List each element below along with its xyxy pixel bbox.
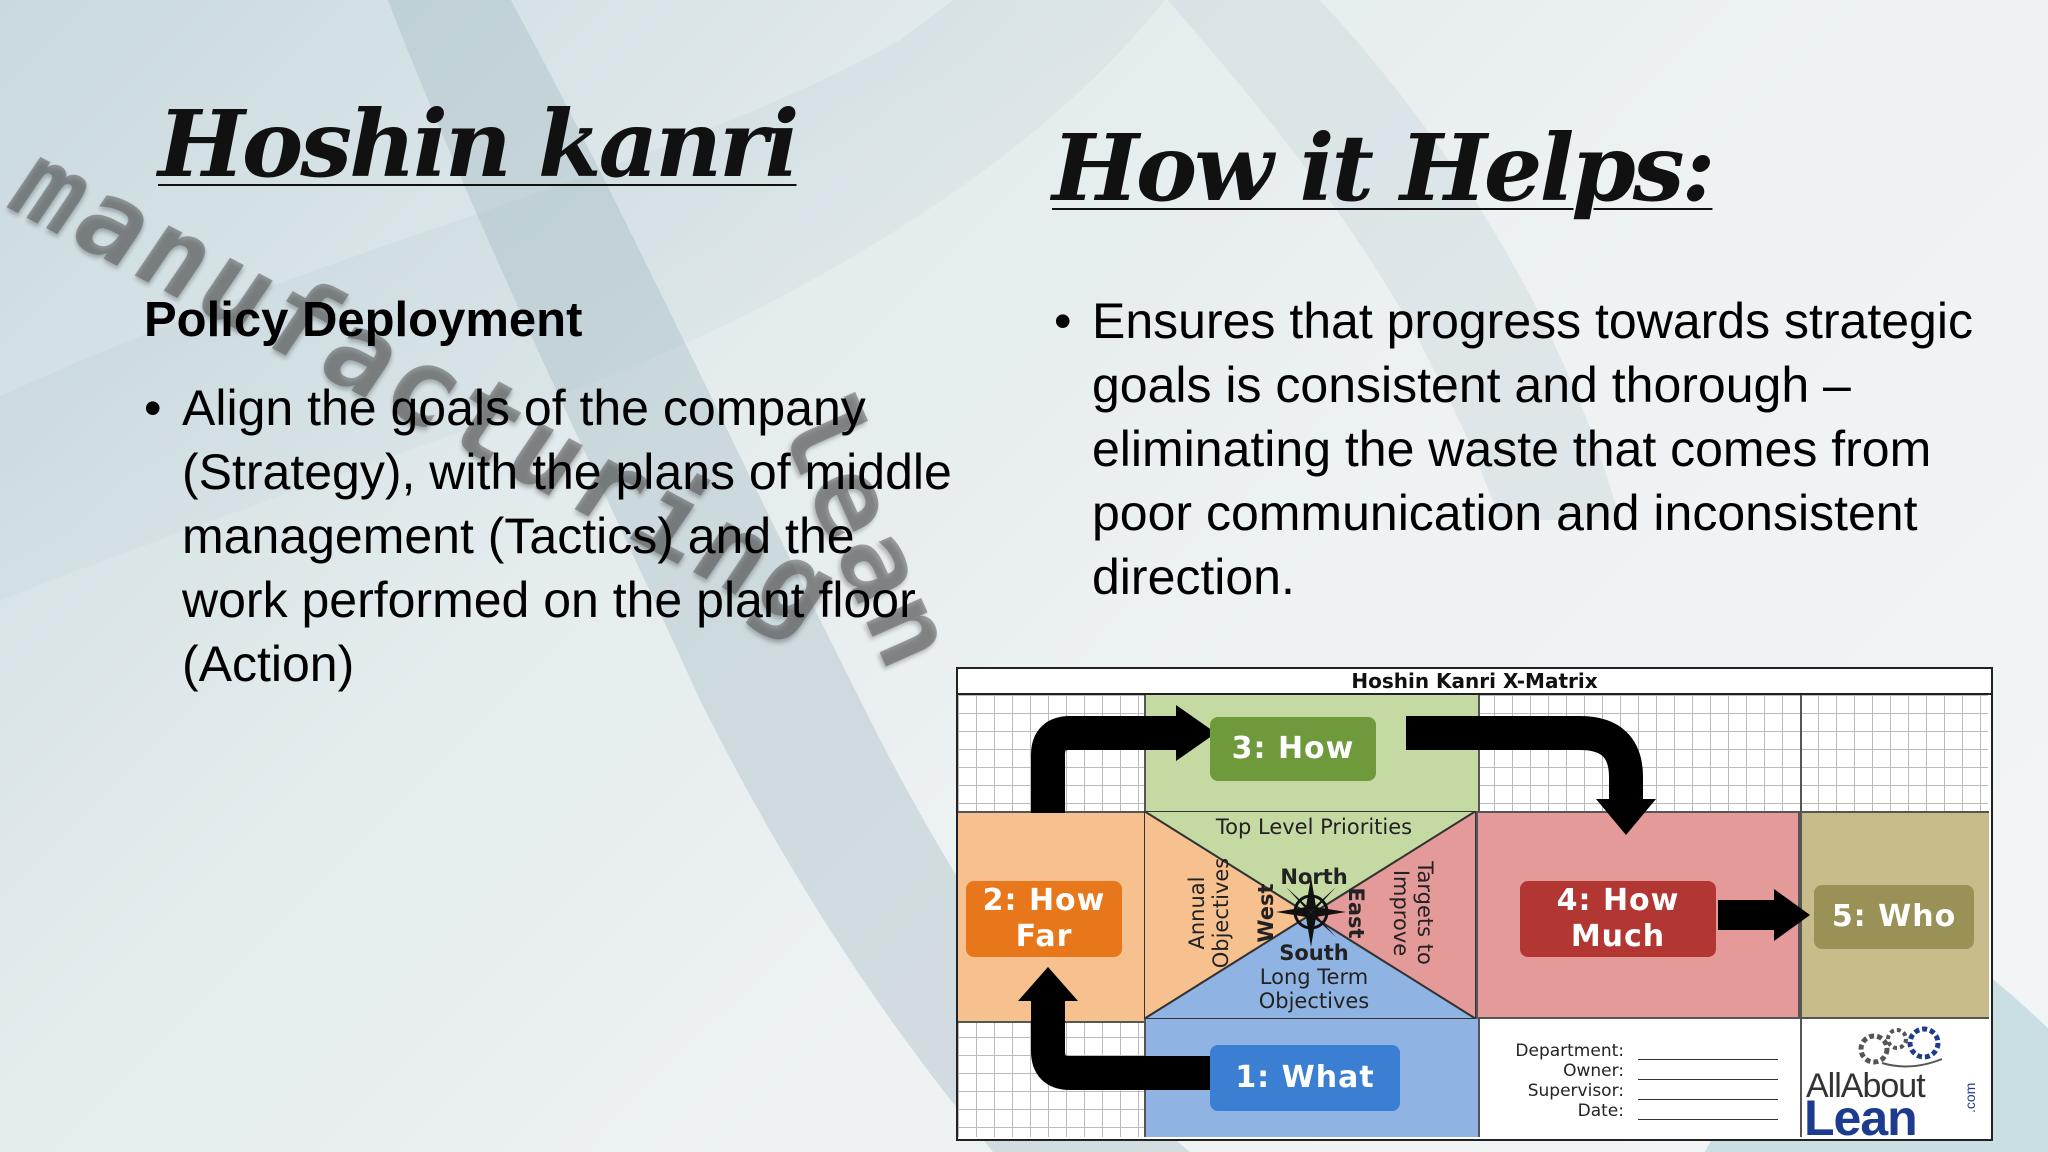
date-label: Date: (1577, 1101, 1624, 1121)
step-what-pill: 1: What (1210, 1045, 1400, 1111)
xmatrix-title: Hoshin Kanri X-Matrix (958, 669, 1991, 695)
right-title: How it Helps: (1052, 114, 1715, 222)
date-line (1638, 1119, 1778, 1120)
owner-label: Owner: (1563, 1061, 1624, 1081)
south-description: Long Term Objectives (1258, 965, 1370, 1013)
owner-line (1638, 1079, 1778, 1080)
supervisor-label: Supervisor: (1527, 1081, 1624, 1101)
logo-suffix: .com (1962, 1082, 1978, 1113)
center-x-quadrants (1144, 811, 1476, 1019)
department-line (1638, 1059, 1778, 1060)
supervisor-line (1638, 1099, 1778, 1100)
north-description: Top Level Priorities (1215, 815, 1413, 839)
gears-icon (1858, 1026, 1943, 1068)
step-how-pill: 3: How (1210, 717, 1376, 781)
left-title: Hoshin kanri (158, 90, 800, 198)
south-label: South (1279, 941, 1349, 965)
department-label: Department: (1515, 1041, 1624, 1061)
xmatrix-diagram: Hoshin Kanri X-Matrix Top Level Prioriti… (956, 667, 1993, 1146)
flow-arrows (1018, 705, 1810, 1090)
north-label: North (1280, 865, 1348, 889)
logo-line1: AllAbout (1806, 1067, 1926, 1105)
logo-line2: Lean (1804, 1090, 1918, 1146)
left-bullet-list: Align the goals of the company (Strategy… (144, 376, 974, 696)
left-bullet-item: Align the goals of the company (Strategy… (144, 376, 974, 696)
right-bullet-item: Ensures that progress towards strategic … (1054, 289, 1974, 609)
compass-icon (1276, 877, 1346, 947)
step-how-much-pill: 4: How Much (1520, 881, 1716, 957)
allaboutlean-logo: AllAbout Lean .com (1802, 1019, 1989, 1146)
step-who-pill: 5: Who (1814, 885, 1974, 949)
grid-top-right (1476, 695, 1988, 811)
step-how-far-pill: 2: How Far (966, 881, 1122, 957)
right-bullet-list: Ensures that progress towards strategic … (1054, 289, 1974, 609)
policy-deployment-heading: Policy Deployment (144, 293, 583, 347)
